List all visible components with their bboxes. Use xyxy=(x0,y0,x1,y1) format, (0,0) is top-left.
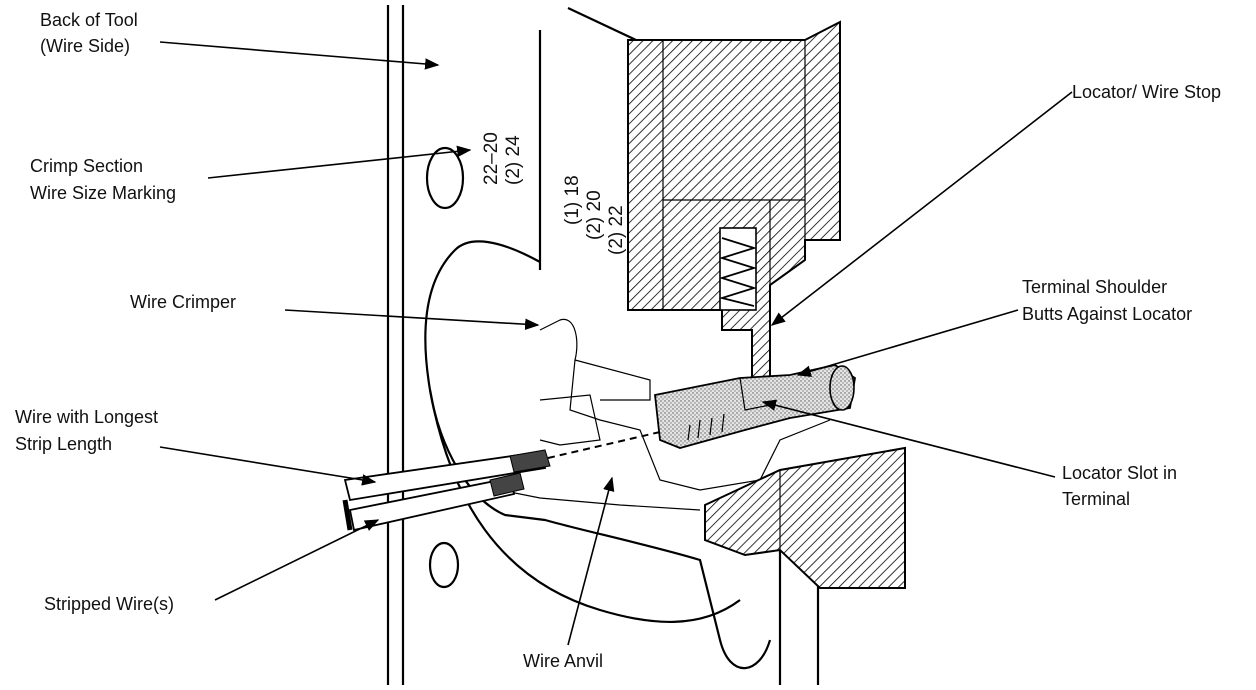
label-locator-slot-line1: Locator Slot in xyxy=(1062,463,1177,483)
label-terminal-shoulder-line2: Butts Against Locator xyxy=(1022,304,1192,324)
marking-lower-1: (1) 18 xyxy=(562,175,583,225)
label-stripped-wires: Stripped Wire(s) xyxy=(44,594,174,614)
wire-size-markings: 22–20 (2) 24 (1) 18 (2) 20 (2) 22 xyxy=(481,132,627,255)
label-locator-wire-stop: Locator/ Wire Stop xyxy=(1072,82,1221,102)
label-crimp-section-line1: Crimp Section xyxy=(30,156,143,176)
label-wire-anvil: Wire Anvil xyxy=(523,651,603,671)
label-crimp-section-line2: Wire Size Marking xyxy=(30,183,176,203)
label-longest-strip-line1: Wire with Longest xyxy=(15,407,158,427)
locator-wire-stop-block xyxy=(627,20,841,396)
label-wire-crimper: Wire Crimper xyxy=(130,292,236,312)
wires xyxy=(342,431,661,532)
label-back-of-tool-line2: (Wire Side) xyxy=(40,36,130,56)
callout-labels: Back of Tool (Wire Side) Crimp Section W… xyxy=(15,10,1221,671)
marking-upper-1: 22–20 xyxy=(481,132,502,185)
marking-lower-2: (2) 20 xyxy=(584,190,605,240)
marking-lower-3: (2) 22 xyxy=(606,205,627,255)
label-locator-slot-line2: Terminal xyxy=(1062,489,1130,509)
label-terminal-shoulder-line1: Terminal Shoulder xyxy=(1022,277,1167,297)
leader-lines xyxy=(159,41,1073,646)
marking-upper-2: (2) 24 xyxy=(503,135,524,185)
label-back-of-tool-line1: Back of Tool xyxy=(40,10,138,30)
label-longest-strip-line2: Strip Length xyxy=(15,434,112,454)
terminal xyxy=(654,364,856,449)
lower-anvil-block xyxy=(704,446,906,589)
